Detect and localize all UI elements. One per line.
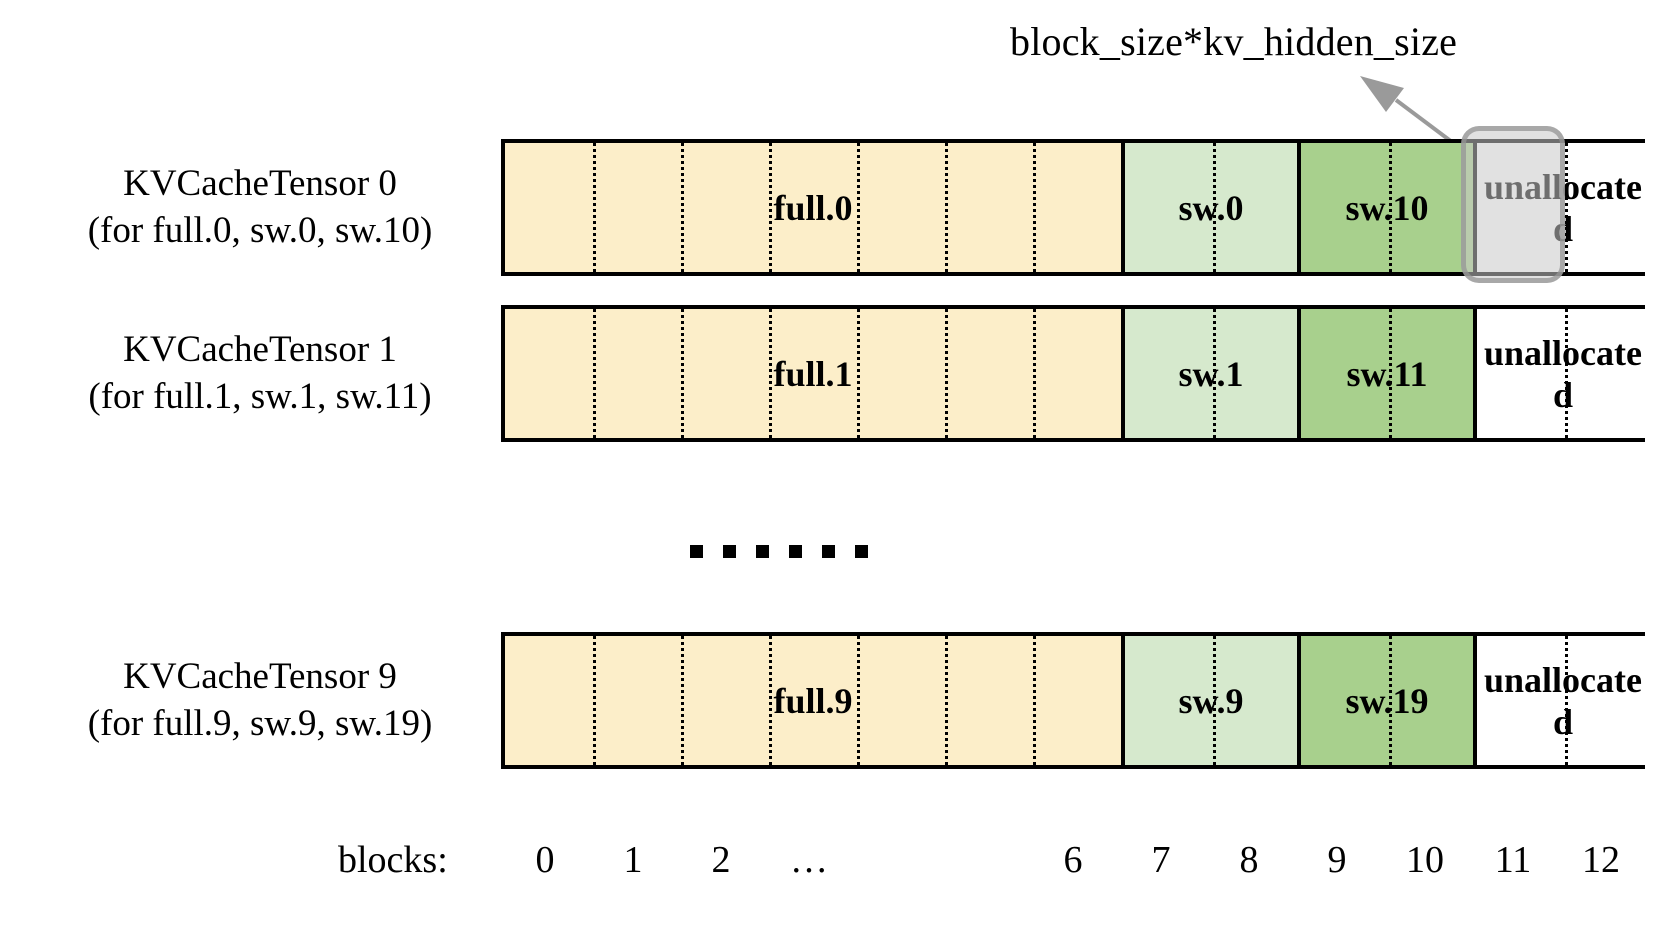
- rows-ellipsis: [690, 545, 868, 558]
- tensor-segment-full[interactable]: full.9: [505, 636, 1121, 765]
- axis-tick-label: 2: [711, 839, 731, 881]
- tensor-segment-full[interactable]: full.0: [505, 143, 1121, 272]
- axis-tick-label: 11: [1494, 839, 1532, 881]
- block-divider: [1213, 636, 1216, 765]
- ellipsis-dot: [822, 545, 835, 558]
- block-divider: [945, 309, 948, 438]
- tensor-segment-full[interactable]: full.1: [505, 309, 1121, 438]
- block-divider: [1389, 143, 1392, 272]
- block-divider: [1033, 143, 1036, 272]
- block-size-annotation-label: block_size*kv_hidden_size: [1010, 19, 1458, 64]
- tensor-segment-label: unallocated: [1484, 332, 1642, 415]
- block-divider: [857, 636, 860, 765]
- block-divider: [769, 636, 772, 765]
- tensor-row-label-line2: (for full.9, sw.9, sw.19): [87, 702, 433, 744]
- tensor-row-label-line2: (for full.0, sw.0, sw.10): [87, 209, 433, 251]
- axis-tick-label: 9: [1327, 839, 1347, 881]
- tensor-row-label-line1: KVCacheTensor 1: [123, 328, 397, 370]
- block-divider: [1565, 309, 1568, 438]
- block-divider: [593, 143, 596, 272]
- tensor-segment-label: full.9: [773, 680, 853, 721]
- axis-tick-label: …: [790, 839, 828, 881]
- ellipsis-dot: [855, 545, 868, 558]
- tensor-segment-label: sw.0: [1178, 187, 1244, 228]
- tensor-row-label: KVCacheTensor 1 (for full.1, sw.1, sw.11): [30, 326, 490, 420]
- tensor-segment-sw_light[interactable]: sw.9: [1121, 636, 1297, 765]
- axis-tick-label: 6: [1063, 839, 1083, 881]
- tensor-row-label-line2: (for full.1, sw.1, sw.11): [88, 375, 432, 417]
- tensor-segment-sw_dark[interactable]: sw.11: [1297, 309, 1473, 438]
- axis-tick-label: 0: [535, 839, 555, 881]
- tensor-segment-label: full.0: [773, 187, 853, 228]
- ellipsis-dot: [690, 545, 703, 558]
- block-divider: [593, 636, 596, 765]
- block-divider: [769, 309, 772, 438]
- tensor-segment-sw_light[interactable]: sw.1: [1121, 309, 1297, 438]
- block-divider: [769, 143, 772, 272]
- block-size-highlight-box[interactable]: [1461, 126, 1565, 283]
- axis-tick-label: 12: [1582, 839, 1620, 881]
- axis-tick-label: 8: [1239, 839, 1259, 881]
- block-divider: [593, 309, 596, 438]
- axis-tick-label: 10: [1406, 839, 1444, 881]
- tensor-segment-sw_light[interactable]: sw.0: [1121, 143, 1297, 272]
- block-divider: [857, 143, 860, 272]
- kvcache-tensor-bar: full.9 sw.9 sw.19 unallocated: [501, 632, 1649, 769]
- axis-tick-label: 1: [623, 839, 643, 881]
- tensor-segment-label: unallocated: [1484, 659, 1642, 742]
- tensor-segment-sw_dark[interactable]: sw.19: [1297, 636, 1473, 765]
- ellipsis-dot: [723, 545, 736, 558]
- axis-title: blocks:: [338, 839, 448, 881]
- block-divider: [1565, 636, 1568, 765]
- block-divider: [1213, 309, 1216, 438]
- tensor-row-label: KVCacheTensor 0 (for full.0, sw.0, sw.10): [30, 160, 490, 254]
- tensor-segment-label: full.1: [773, 353, 853, 394]
- tensor-segment-sw_dark[interactable]: sw.10: [1297, 143, 1473, 272]
- tensor-segment-label: sw.9: [1178, 680, 1244, 721]
- tensor-segment-label: sw.11: [1346, 353, 1428, 394]
- block-divider: [1565, 143, 1568, 272]
- ellipsis-dot: [756, 545, 769, 558]
- block-divider: [681, 309, 684, 438]
- axis-tick-label: 7: [1151, 839, 1171, 881]
- block-divider: [1213, 143, 1216, 272]
- tensor-row-label-line1: KVCacheTensor 0: [123, 162, 397, 204]
- block-divider: [1389, 309, 1392, 438]
- kvcache-tensor-bar: full.1 sw.1 sw.11 unallocated: [501, 305, 1649, 442]
- block-divider: [1033, 636, 1036, 765]
- block-divider: [945, 636, 948, 765]
- block-divider: [857, 309, 860, 438]
- tensor-segment-label: sw.10: [1345, 187, 1429, 228]
- block-divider: [1389, 636, 1392, 765]
- ellipsis-dot: [789, 545, 802, 558]
- tensor-segment-unallocated[interactable]: unallocated: [1473, 309, 1649, 438]
- block-divider: [681, 143, 684, 272]
- block-divider: [681, 636, 684, 765]
- block-divider: [945, 143, 948, 272]
- tensor-segment-unallocated[interactable]: unallocated: [1473, 636, 1649, 765]
- block-divider: [1033, 309, 1036, 438]
- tensor-segment-label: sw.1: [1178, 353, 1244, 394]
- tensor-segment-label: sw.19: [1345, 680, 1429, 721]
- tensor-row-label-line1: KVCacheTensor 9: [123, 655, 397, 697]
- tensor-row-label: KVCacheTensor 9 (for full.9, sw.9, sw.19): [30, 653, 490, 747]
